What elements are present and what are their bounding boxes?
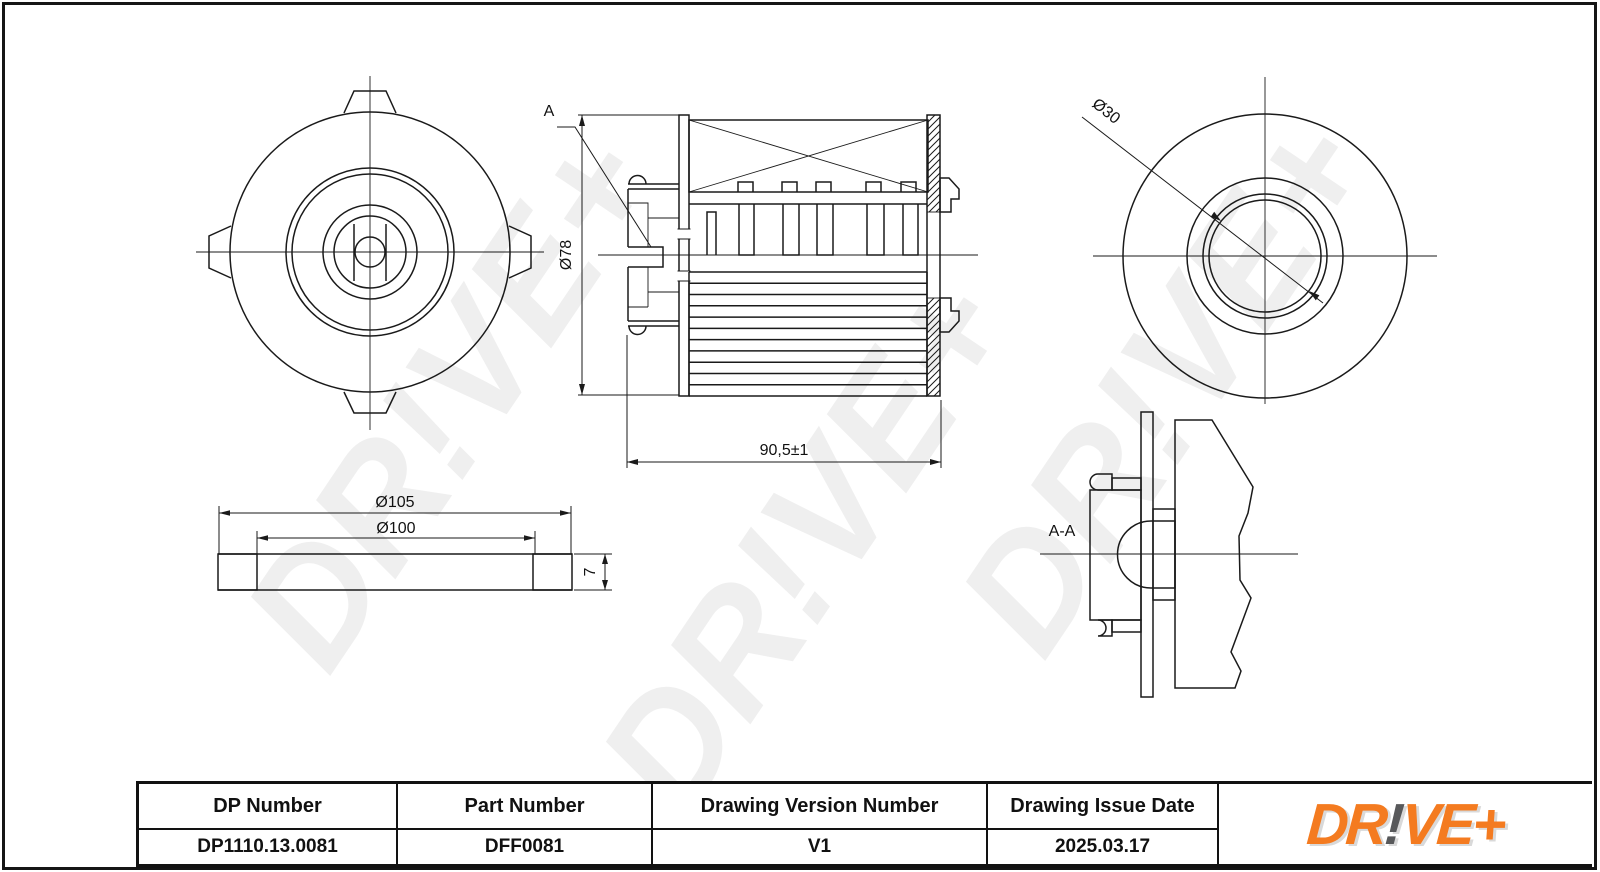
part-number-value: DFF0081 [484, 836, 565, 857]
dp-number-value: DP1110.13.0081 [197, 836, 338, 857]
dim-seal-outer: Ø105 [375, 494, 414, 511]
column-header: DP Number [139, 784, 396, 830]
drive-plus-logo: DR!VE+ [1305, 791, 1506, 858]
dim-seal-thickness: 7 [582, 567, 599, 576]
dim-body-diameter: Ø78 [558, 240, 575, 270]
issue-date-value: 2025.03.17 [1054, 836, 1151, 857]
dim-bore: Ø30 [1089, 95, 1123, 127]
column-header: Drawing Version Number [653, 784, 986, 830]
logo-cell: DR!VE+ [1219, 784, 1592, 864]
column-header: Part Number [398, 784, 651, 830]
table-column-issue-date: Drawing Issue Date 2025.03.17 [988, 784, 1219, 864]
logo-part2: VE+ [1399, 791, 1506, 857]
section-view: A-A [1040, 411, 1298, 698]
rear-view: Ø30 [1081, 77, 1437, 404]
dim-seal-inner: Ø100 [376, 520, 415, 537]
front-view [196, 76, 544, 430]
section-name-label: A-A [1049, 523, 1076, 540]
table-column-drawing-version: Drawing Version Number V1 [653, 784, 988, 864]
section-ref-label: A [544, 103, 555, 120]
table-column-dp-number: DP Number DP1110.13.0081 [139, 784, 398, 864]
seal-view: Ø105 Ø100 7 [217, 494, 612, 591]
title-block-table: DP Number DP1110.13.0081 Part Number DFF… [136, 781, 1592, 868]
table-column-part-number: Part Number DFF0081 [398, 784, 653, 864]
drawing-version-value: V1 [807, 836, 832, 857]
side-view: A Ø78 90,5±1 [544, 103, 978, 468]
logo-part1: DR [1305, 791, 1388, 857]
dim-body-length: 90,5±1 [760, 442, 809, 459]
column-header: Drawing Issue Date [988, 784, 1217, 830]
